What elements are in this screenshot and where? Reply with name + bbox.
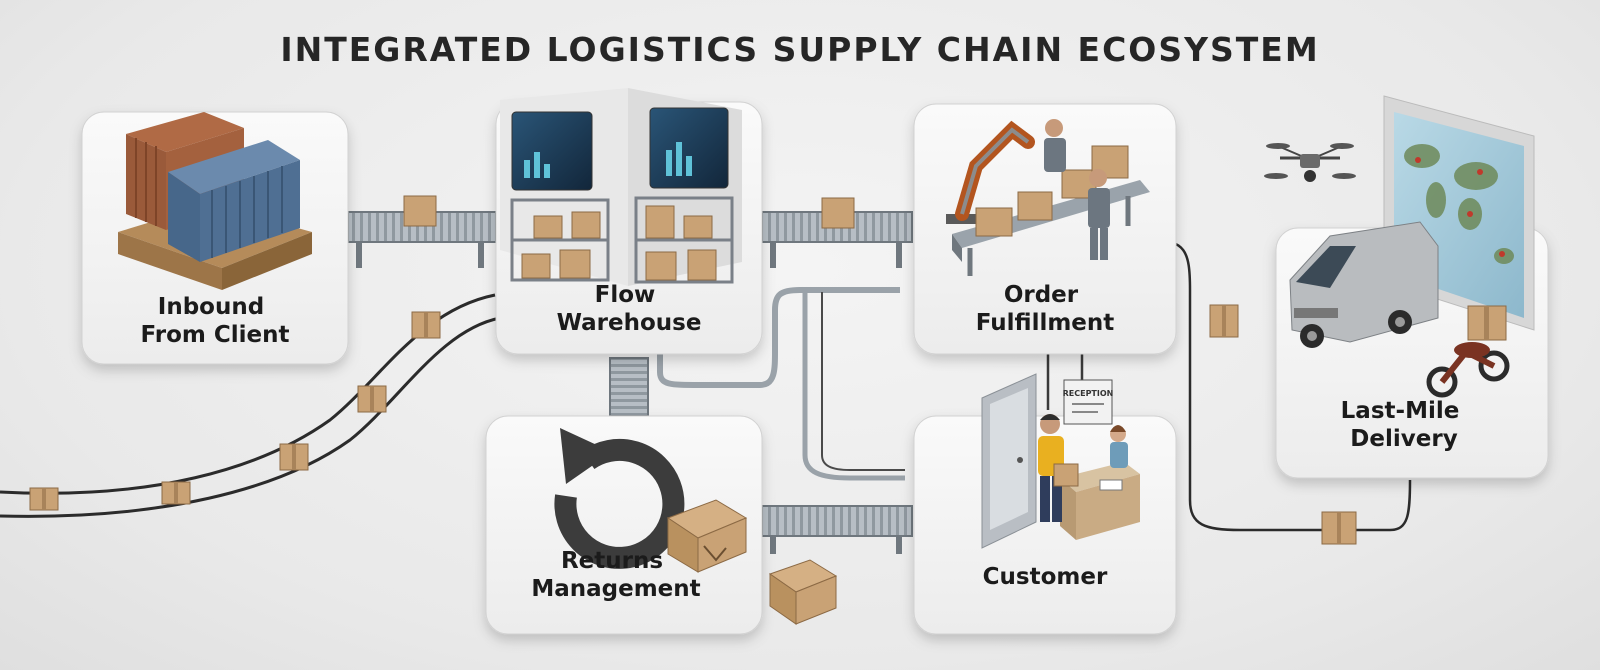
worker-figure: [1044, 119, 1110, 260]
card-returns: [485, 415, 763, 635]
delivery-van-icon: [1289, 221, 1439, 348]
stage-labels: Inbound From Client Flow Warehouse Order…: [141, 282, 1468, 602]
robot-arm-icon: [946, 119, 1150, 276]
warehouse-label-line1: Flow: [595, 282, 656, 308]
cable-to-customer: [821, 292, 905, 471]
returns-label: Returns Management: [531, 548, 700, 602]
page-title: INTEGRATED LOGISTICS SUPPLY CHAIN ECOSYS…: [280, 30, 1320, 69]
parcels-on-track: [29, 304, 1357, 545]
reception-desk-icon: RECEPTION: [981, 373, 1140, 549]
inbound-label-line1: Inbound: [158, 294, 264, 320]
conveyor-inbound-warehouse: [347, 195, 497, 268]
inbound-label-line2: From Client: [141, 322, 290, 348]
inbound-track-inner: [0, 316, 501, 518]
fulfillment-label-line1: Order: [1004, 282, 1079, 308]
pipe-to-customer: [802, 292, 905, 481]
shipping-containers-icon: [118, 112, 312, 290]
fulfillment-label: Order Fulfillment: [976, 282, 1115, 336]
fallen-box-icon: [768, 559, 838, 625]
pipe-warehouse-returns: [657, 287, 900, 388]
warehouse-label: Flow Warehouse: [557, 282, 702, 336]
lastmile-cable-top: [1149, 238, 1412, 532]
conveyor-returns-customer: [761, 505, 913, 554]
returns-label-line1: Returns: [561, 548, 663, 574]
dashboard-screen-left: [511, 111, 593, 191]
conveyor-warehouse-fulfillment: [761, 197, 913, 268]
lastmile-label: Last-Mile Delivery: [1341, 398, 1468, 452]
lastmile-label-line1: Last-Mile: [1341, 398, 1460, 424]
returns-label-line2: Management: [531, 576, 700, 602]
warehouse-label-line2: Warehouse: [557, 310, 702, 336]
lastmile-label-line2: Delivery: [1350, 426, 1457, 452]
reception-sign: RECEPTION: [1063, 389, 1114, 398]
fulfillment-label-line2: Fulfillment: [976, 310, 1115, 336]
customer-label-line1: Customer: [983, 564, 1108, 590]
damaged-box-icon: [666, 499, 748, 573]
return-arrow-icon: [554, 428, 685, 569]
sign-board: RECEPTION: [1063, 379, 1114, 425]
inbound-label: Inbound From Client: [141, 294, 290, 348]
customer-label: Customer: [983, 564, 1108, 590]
motorbike-icon: [1426, 305, 1510, 398]
conveyor-warehouse-returns: [609, 357, 649, 417]
drone-icon: [1264, 143, 1356, 182]
warehouse-shelves-icon: [500, 88, 742, 286]
